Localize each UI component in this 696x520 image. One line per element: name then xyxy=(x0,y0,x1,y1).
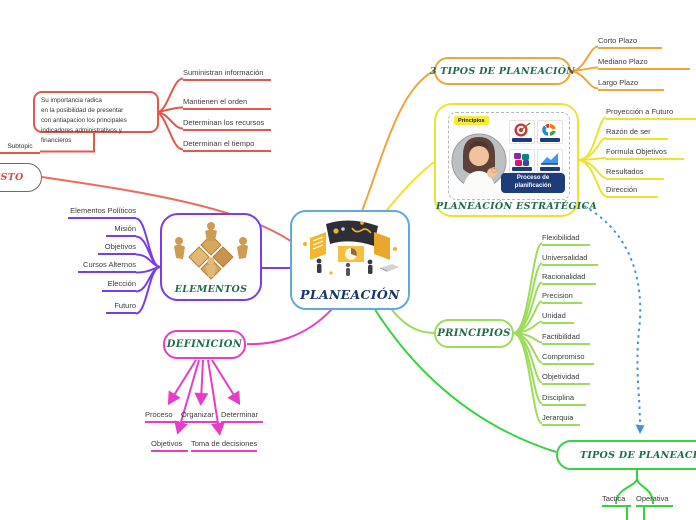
leaf-razon[interactable]: Razón de ser xyxy=(606,127,668,140)
leaf-tactica[interactable]: Tactica xyxy=(602,494,631,507)
branch-red xyxy=(40,77,293,243)
node-estrategica-label: Planeación Estratégica xyxy=(436,201,598,212)
woman-illustration xyxy=(451,133,507,195)
node-planeacion-root[interactable]: Planeación xyxy=(290,210,410,310)
node-definicion-label: Definicion xyxy=(166,339,243,350)
leaf-elementos-politicos[interactable]: Elementos Políticos xyxy=(68,206,136,219)
leaf-racionalidad[interactable]: Racionalidad xyxy=(542,272,596,285)
leaf-toma-decisiones[interactable]: Toma de decisiones xyxy=(191,439,257,452)
branch-magenta xyxy=(167,308,333,436)
leaf-universalidad[interactable]: Universalidad xyxy=(542,253,598,266)
leaf-objetivos[interactable]: Objetivos xyxy=(98,242,136,255)
proceso-caption: Proceso de planificación xyxy=(501,173,565,193)
node-principios-label: Principios xyxy=(437,328,511,339)
leaf-objetivos-def[interactable]: Objetivos xyxy=(151,439,188,452)
leaf-proyeccion[interactable]: Proyección a Futuro xyxy=(606,107,696,120)
node-elementos-label: Elementos xyxy=(174,284,248,295)
branch-yellow xyxy=(385,116,607,212)
leaf-flexibilidad[interactable]: Flexibilidad xyxy=(542,233,590,246)
leaf-formula[interactable]: Formula Objetivos xyxy=(606,147,684,160)
leaf-resultados[interactable]: Resultados xyxy=(606,167,664,180)
leaf-organizar[interactable]: Organizar xyxy=(181,410,218,423)
tile-target xyxy=(509,120,535,144)
node-tipos-fases-label: Tipos de planeación (3 fase xyxy=(580,449,696,461)
node-subtopic[interactable]: Subtopic xyxy=(0,142,40,154)
tile-cycle xyxy=(537,120,563,144)
leaf-disciplina[interactable]: Disciplina xyxy=(542,393,586,406)
tile-banner xyxy=(540,167,560,171)
branch-green xyxy=(373,307,654,520)
leaf-compromiso[interactable]: Compromiso xyxy=(542,352,594,365)
leaf-mantienen[interactable]: Mantienen el orden xyxy=(183,97,271,110)
leaf-factibilidad[interactable]: Factibilidad xyxy=(542,332,590,345)
node-principios[interactable]: Principios xyxy=(434,319,514,348)
teamwork-puzzle-illustration xyxy=(174,222,248,280)
leaf-unidad[interactable]: Unidad xyxy=(542,311,574,324)
leaf-mediano-plazo[interactable]: Mediano Plazo xyxy=(598,57,690,70)
leaf-recursos[interactable]: Determinan los recursos xyxy=(183,118,271,131)
branch-light-green xyxy=(388,242,543,425)
node-importancia[interactable]: Su importancia radica en la posibilidad … xyxy=(33,91,159,144)
tile-banner xyxy=(512,138,532,142)
tile-banner xyxy=(540,138,560,142)
association-arrow xyxy=(583,205,645,434)
node-planeacion-label: Planeación xyxy=(300,287,400,302)
tile-puzzle xyxy=(509,149,535,173)
node-definicion[interactable]: Definicion xyxy=(163,330,246,359)
leaf-futuro[interactable]: Futuro xyxy=(106,301,136,314)
leaf-objetividad[interactable]: Objetividad xyxy=(542,372,590,385)
tile-chart xyxy=(537,149,563,173)
leaf-suministran[interactable]: Suministran información xyxy=(183,68,271,81)
estrategica-image: Principios xyxy=(448,112,570,200)
leaf-operativa[interactable]: Operativa xyxy=(636,494,673,507)
leaf-corto-plazo[interactable]: Corto Plazo xyxy=(598,36,662,49)
branch-orange xyxy=(361,45,599,212)
leaf-determinar[interactable]: Determinar xyxy=(221,410,263,423)
node-tipos-fases[interactable]: Tipos de planeación (3 fase xyxy=(556,440,696,470)
leaf-proceso[interactable]: Proceso xyxy=(145,410,179,423)
leaf-direccion[interactable]: Dirección xyxy=(606,185,658,198)
leaf-cursos-alternos[interactable]: Cursos Alternos xyxy=(78,260,136,273)
node-3-tipos-label: 3 tipos de planeación xyxy=(429,65,576,77)
planning-dashboard-illustration xyxy=(303,220,399,276)
node-elementos[interactable]: Elementos xyxy=(160,213,262,301)
branch-purple xyxy=(135,217,291,315)
leaf-mision[interactable]: Misión xyxy=(106,224,136,237)
node-presupuesto[interactable]: UESTO xyxy=(0,163,42,192)
node-3-tipos[interactable]: 3 tipos de planeación xyxy=(430,57,575,85)
leaf-tiempo[interactable]: Determinan el tiempo xyxy=(183,139,271,152)
leaf-largo-plazo[interactable]: Largo Plazo xyxy=(598,78,664,91)
tile-banner xyxy=(512,167,532,171)
node-planeacion-estrategica[interactable]: Principios xyxy=(434,103,598,217)
leaf-jerarquia[interactable]: Jerarquia xyxy=(542,413,580,426)
leaf-precision[interactable]: Precision xyxy=(542,291,582,304)
principios-tag: Principios xyxy=(454,116,489,125)
node-presupuesto-label: UESTO xyxy=(0,172,24,183)
leaf-eleccion[interactable]: Elección xyxy=(102,279,136,292)
